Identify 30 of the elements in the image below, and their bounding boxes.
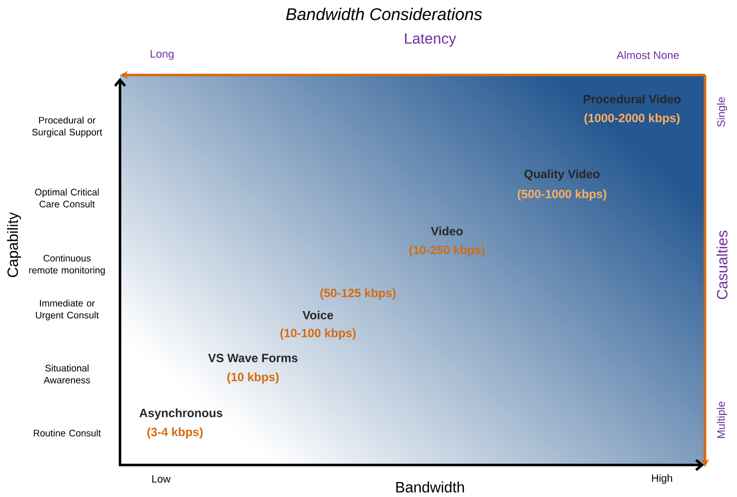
scale-label: Single <box>716 97 728 127</box>
title: Bandwidth Considerations <box>286 8 482 20</box>
rate-label: (50-125 kbps) <box>320 288 396 300</box>
rate-label: (3-4 kbps) <box>147 427 203 439</box>
axis-title: Latency <box>405 33 456 47</box>
rate-label: (10-250 kbps) <box>409 245 485 257</box>
capability-label: Immediate or Urgent Consult <box>36 300 99 320</box>
scale-label: High <box>652 474 672 484</box>
capability-label: Procedural or Surgical Support <box>32 116 102 138</box>
capability-label: Optimal Critical Care Consult <box>35 188 99 208</box>
scale-label: Almost None <box>616 50 679 60</box>
capability-label: Continuous remote monitoring <box>29 254 105 276</box>
item-label: Asynchronous <box>139 408 222 420</box>
rate-label: (10-100 kbps) <box>280 328 356 340</box>
item-label: VS Wave Forms <box>208 354 298 362</box>
item-label: Video <box>430 226 463 236</box>
axis-title: Bandwidth <box>396 482 464 492</box>
scale-label: Low <box>152 475 171 483</box>
item-label: Voice <box>302 310 334 320</box>
scale-label: Long <box>150 50 174 60</box>
rate-label: (10 kbps) <box>227 372 279 384</box>
rate-label: (1000-2000 kbps) <box>584 113 680 125</box>
axis-title: Capability <box>7 212 21 278</box>
axis-title: Casualties <box>716 230 728 300</box>
capability-label: Situational Awareness <box>44 364 90 384</box>
capability-label: Routine Consult <box>34 430 101 436</box>
item-label: Procedural Video <box>584 94 681 104</box>
scale-label: Multiple <box>716 402 728 438</box>
item-label: Quality Video <box>524 169 600 181</box>
rate-label: (500-1000 kbps) <box>518 189 606 201</box>
